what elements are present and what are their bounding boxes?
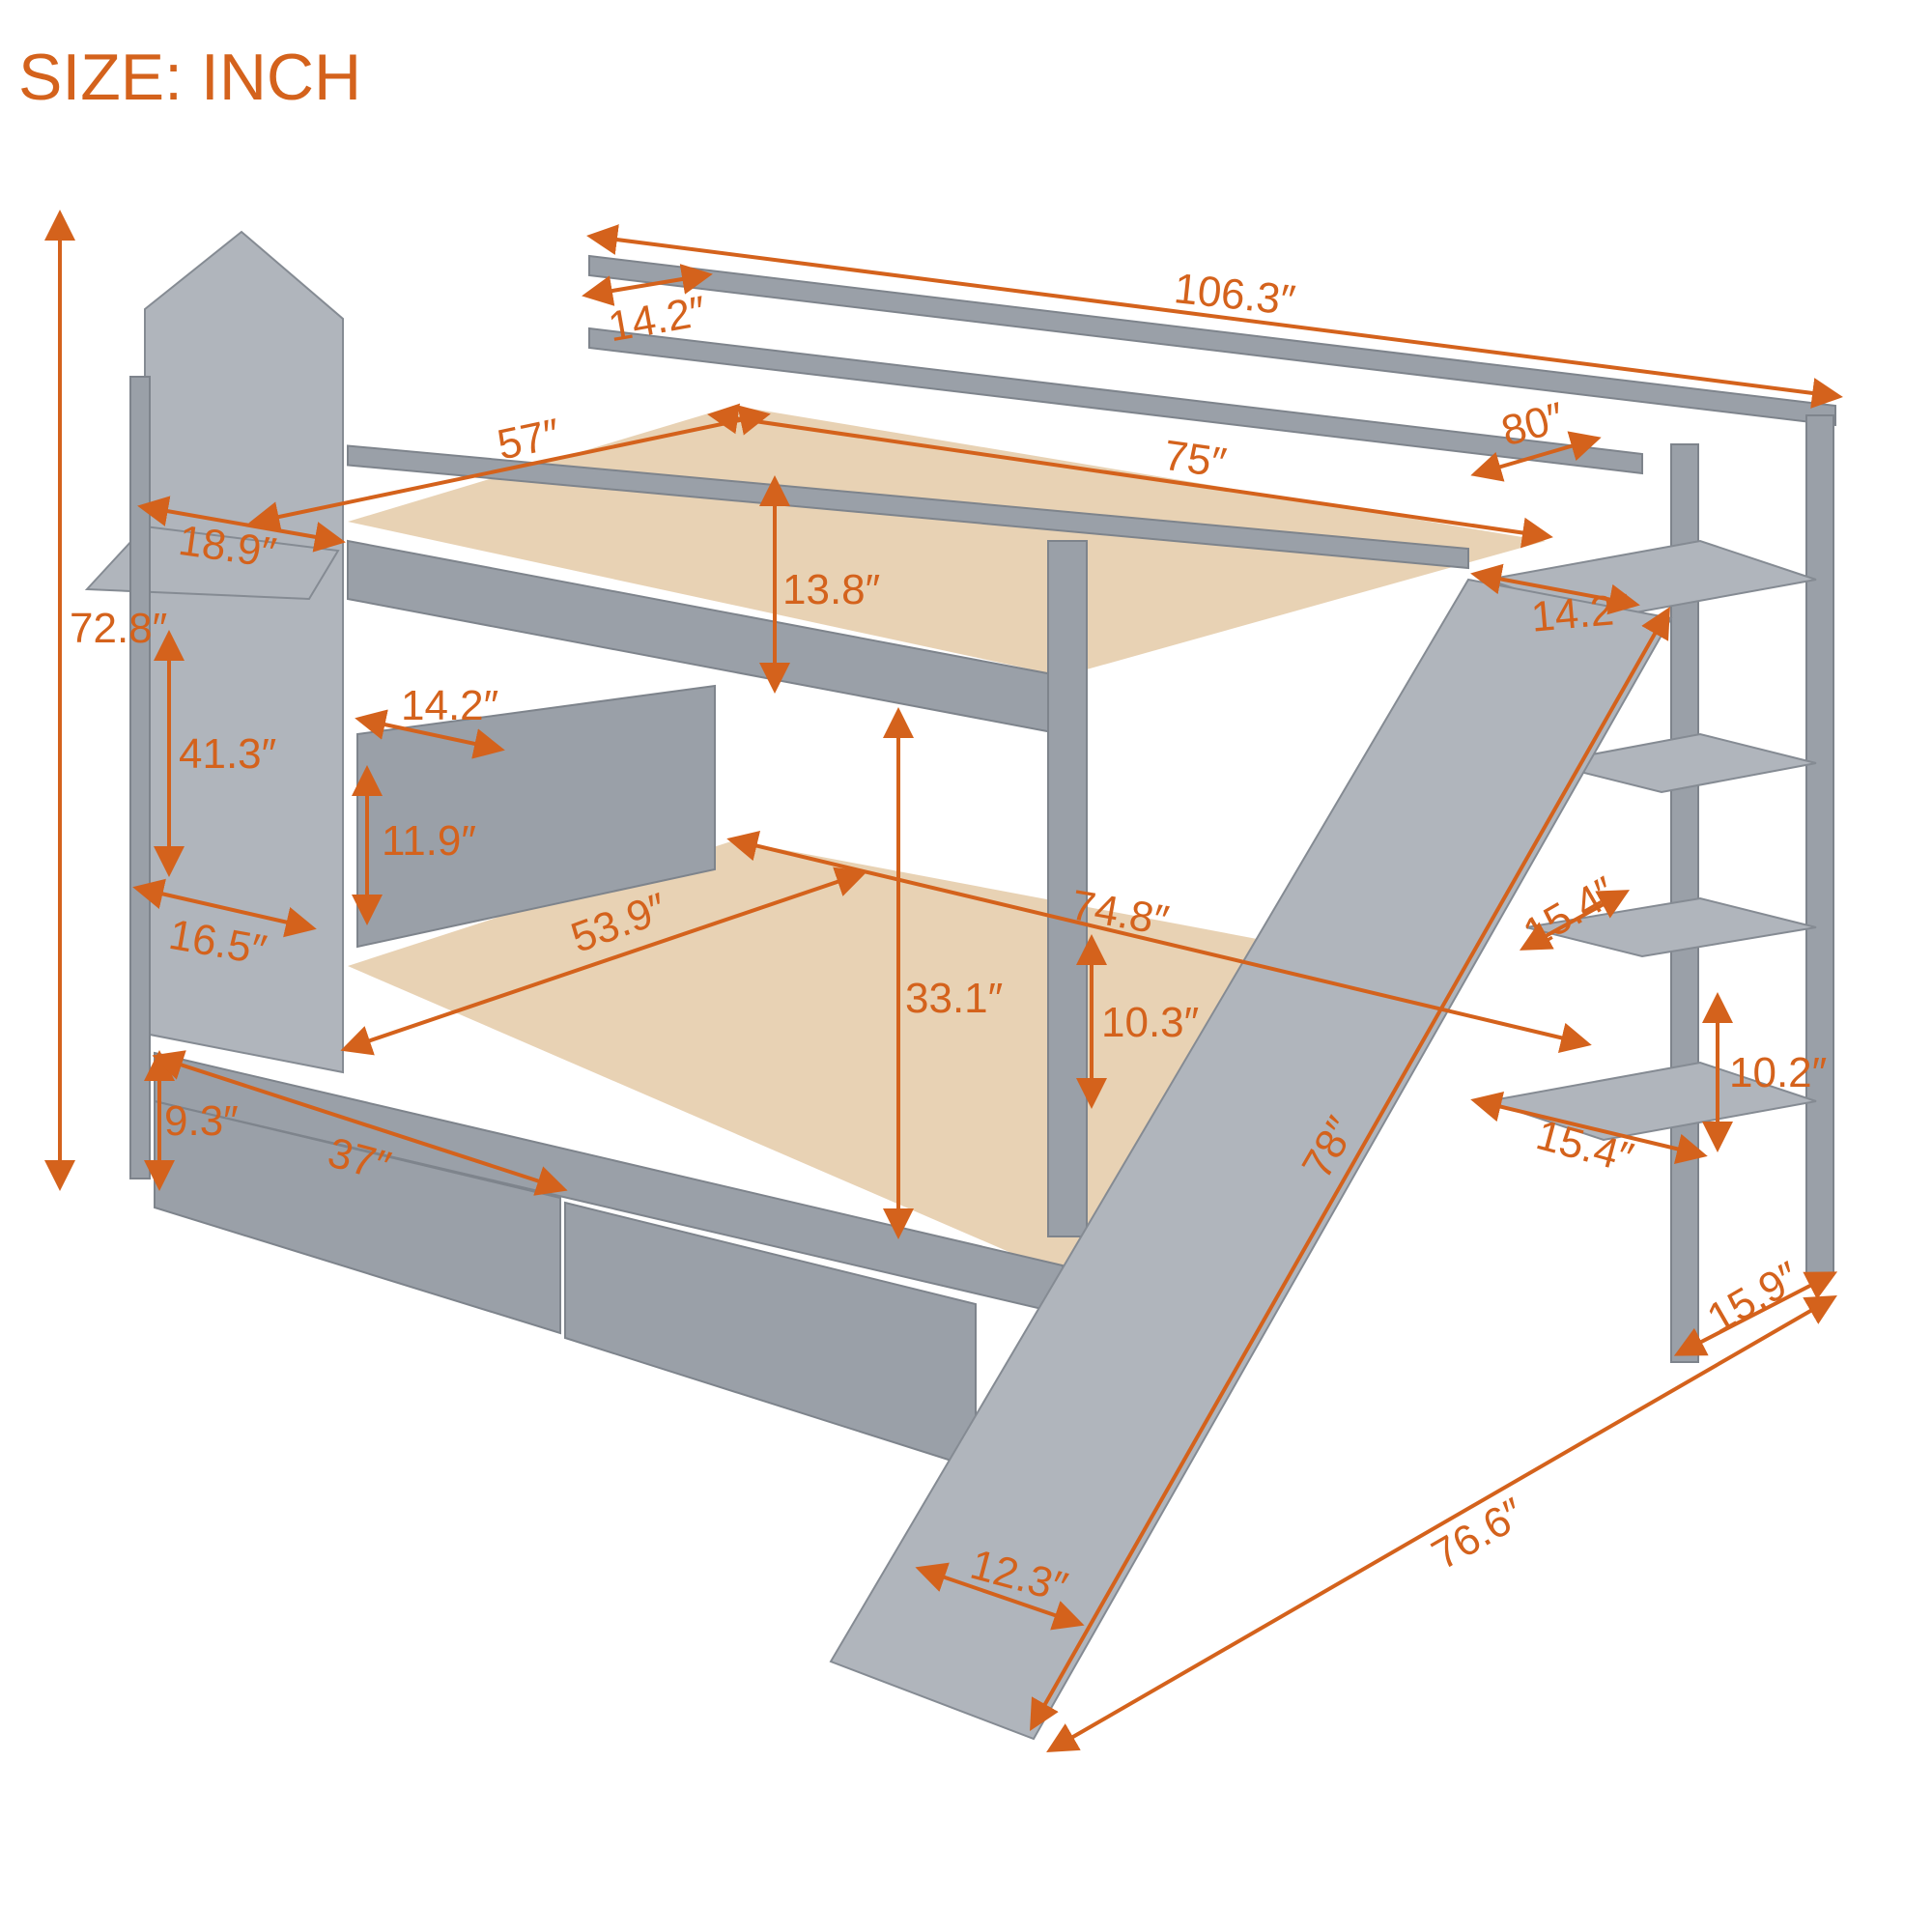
arrow-window-sill-width (132, 878, 317, 938)
label-top-guard-height: 13.8″ (782, 566, 880, 613)
label-drawer-height: 9.3″ (164, 1097, 239, 1145)
label-stair-step-depth: 14.2″ (401, 682, 498, 729)
ladder-post-right (1805, 414, 1834, 1276)
label-ladder-width: 15.9″ (1699, 1253, 1807, 1343)
label-platform-depth: 14.2″ (1529, 585, 1631, 641)
label-top-bed-length: 75″ (1161, 432, 1230, 488)
arrow-drawer-length (152, 1050, 568, 1196)
arrow-bottom-bed-width (340, 867, 867, 1056)
size-unit-title: SIZE: INCH (18, 41, 361, 114)
label-bottom-clearance: 33.1″ (905, 975, 1003, 1022)
dimension-lines (44, 210, 1843, 1753)
arrow-overall-depth (1046, 1294, 1837, 1753)
label-stair-height: 41.3″ (179, 730, 276, 778)
arrow-slide-width (915, 1562, 1085, 1631)
arrow-platform-depth (1470, 563, 1640, 615)
label-overall-length: 106.3″ (1172, 265, 1297, 325)
arrow-roof-width (137, 496, 346, 553)
label-shelf-spacing: 10.2″ (1729, 1049, 1827, 1096)
arrow-top-guard-depth (582, 264, 713, 306)
arrow-top-bed-length (707, 403, 1553, 549)
arrow-stair-step-depth (355, 709, 505, 759)
label-bottom-guard-height: 10.3″ (1101, 999, 1199, 1046)
label-step-height: 11.9″ (382, 817, 476, 865)
arrow-overall-length (586, 224, 1843, 409)
tower-post (129, 376, 151, 1179)
label-overall-height: 72.8″ (70, 605, 167, 652)
